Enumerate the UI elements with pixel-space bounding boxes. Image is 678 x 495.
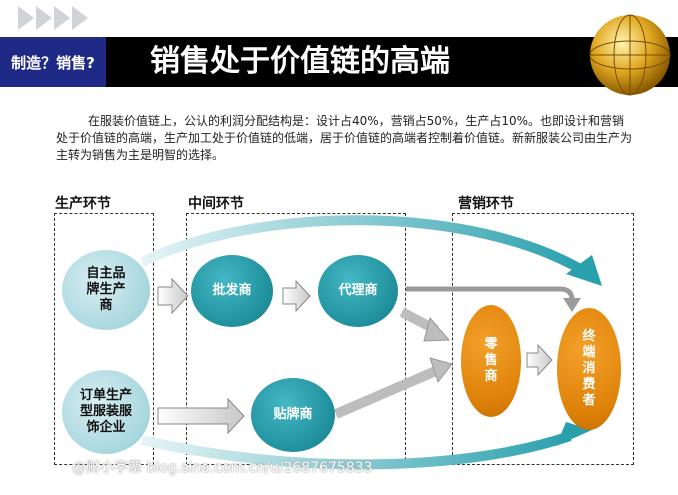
arrow-oem-to-label-maker xyxy=(157,397,245,435)
node-own-brand-manufacturer: 自主品牌生产商 xyxy=(62,250,150,330)
node-oem-label: 订单生产型服装服饰企业 xyxy=(79,388,132,435)
chevron-right-icon xyxy=(18,6,34,30)
node-consumer-label: 终端消费者 xyxy=(582,329,596,408)
curved-arrow-top xyxy=(139,215,585,275)
curved-arrow-bottom xyxy=(140,431,572,470)
section-label-middle: 中间环节 xyxy=(188,196,244,212)
node-end-consumer: 终端消费者 xyxy=(557,308,621,430)
header-chevrons xyxy=(18,6,88,30)
node-retailer: 零售商 xyxy=(461,305,521,417)
title-bar xyxy=(0,37,678,87)
chevron-right-icon xyxy=(72,6,88,30)
section-label-marketing: 营销环节 xyxy=(458,196,514,212)
node-own-brand-label: 自主品牌生产商 xyxy=(86,266,126,313)
node-label-maker: 贴牌商 xyxy=(251,378,335,452)
arrow-wholesaler-to-agent xyxy=(282,279,311,313)
arrow-retailer-to-consumer xyxy=(526,343,553,377)
node-retailer-label: 零售商 xyxy=(484,337,498,384)
section-tag: 制造？销售? xyxy=(0,37,106,87)
node-oem-manufacturer: 订单生产型服装服饰企业 xyxy=(62,370,150,454)
node-agent: 代理商 xyxy=(318,255,398,327)
marketing-stage-box xyxy=(452,213,634,465)
node-agent-label: 代理商 xyxy=(338,283,378,298)
arrow-agent-to-consumer xyxy=(406,286,575,301)
chevron-right-icon xyxy=(36,6,52,30)
arrow-label-maker-to-retailer xyxy=(334,365,440,419)
chevron-right-icon xyxy=(54,6,70,30)
page-title: 销售处于价值链的高端 xyxy=(150,44,450,79)
node-wholesaler-label: 批发商 xyxy=(212,283,252,298)
node-wholesaler: 批发商 xyxy=(191,255,273,327)
curved-arrow-top-head xyxy=(566,255,602,286)
production-stage-box xyxy=(54,213,154,465)
intro-paragraph: 在服装价值链上，公认的利润分配结构是：设计占40%，营销占50%，生产占10%。… xyxy=(56,114,633,162)
node-label-maker-label: 贴牌商 xyxy=(273,407,313,422)
globe-logo-icon xyxy=(589,14,671,96)
section-label-production: 生产环节 xyxy=(55,196,111,212)
watermark: @财小字辈 blog.sina.com.cn/u/2687675833 xyxy=(72,460,373,476)
arrow-brand-to-wholesaler xyxy=(157,277,189,315)
